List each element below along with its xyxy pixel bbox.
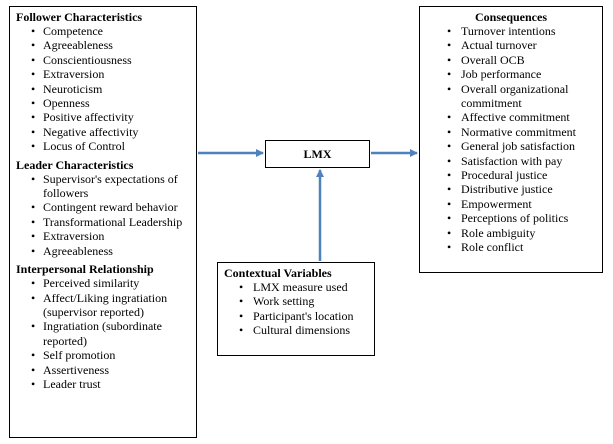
list-item: Cultural dimensions bbox=[218, 323, 374, 338]
follower-title: Follower Characteristics bbox=[16, 10, 143, 24]
interpersonal-list: Perceived similarity Affect/Liking ingra… bbox=[10, 276, 196, 392]
consequences-list: Turnover intentions Actual turnover Over… bbox=[420, 24, 602, 255]
list-item: Neuroticism bbox=[10, 82, 196, 97]
list-item: Normative commitment bbox=[420, 125, 602, 140]
list-item: Transformational Leadership bbox=[10, 215, 196, 230]
leader-section: Leader Characteristics Supervisor's expe… bbox=[10, 157, 196, 259]
list-item: Empowerment bbox=[420, 197, 602, 212]
list-item: Perceptions of politics bbox=[420, 211, 602, 226]
lmx-box: LMX bbox=[265, 140, 370, 168]
list-item: LMX measure used bbox=[218, 280, 374, 295]
list-item: Agreeableness bbox=[10, 244, 196, 259]
list-item: Agreeableness bbox=[10, 38, 196, 53]
leader-list: Supervisor's expectations of followers C… bbox=[10, 172, 196, 259]
leader-title: Leader Characteristics bbox=[16, 157, 134, 172]
list-item: Openness bbox=[10, 96, 196, 111]
list-item: Actual turnover bbox=[420, 38, 602, 53]
lmx-label: LMX bbox=[303, 147, 332, 161]
list-item: Extraversion bbox=[10, 67, 196, 82]
list-item: Negative affectivity bbox=[10, 125, 196, 140]
list-item: Assertiveness bbox=[10, 363, 196, 378]
list-item: Overall OCB bbox=[420, 53, 602, 68]
antecedents-box: Follower Characteristics Competence Agre… bbox=[9, 6, 197, 438]
list-item: Job performance bbox=[420, 67, 602, 82]
list-item: Overall organizational commitment bbox=[420, 82, 602, 111]
list-item: Ingratiation (subordinate reported) bbox=[10, 319, 196, 348]
list-item: Competence bbox=[10, 24, 196, 39]
list-item: Locus of Control bbox=[10, 139, 196, 154]
follower-section: Follower Characteristics Competence Agre… bbox=[10, 10, 196, 154]
list-item: Satisfaction with pay bbox=[420, 154, 602, 169]
interpersonal-section: Interpersonal Relationship Perceived sim… bbox=[10, 262, 196, 392]
list-item: Affect/Liking ingratiation (supervisor r… bbox=[10, 291, 196, 320]
list-item: Affective commitment bbox=[420, 110, 602, 125]
list-item: Work setting bbox=[218, 294, 374, 309]
list-item: Participant's location bbox=[218, 309, 374, 324]
contextual-variables-box: Contextual Variables LMX measure used Wo… bbox=[217, 262, 375, 356]
consequences-title: Consequences bbox=[474, 10, 547, 24]
contextual-title: Contextual Variables bbox=[224, 266, 332, 280]
list-item: General job satisfaction bbox=[420, 139, 602, 154]
list-item: Perceived similarity bbox=[10, 276, 196, 291]
list-item: Distributive justice bbox=[420, 182, 602, 197]
list-item: Leader trust bbox=[10, 377, 196, 392]
list-item: Role ambiguity bbox=[420, 226, 602, 241]
follower-list: Competence Agreeableness Conscientiousne… bbox=[10, 24, 196, 154]
list-item: Role conflict bbox=[420, 240, 602, 255]
list-item: Conscientiousness bbox=[10, 53, 196, 68]
interpersonal-title: Interpersonal Relationship bbox=[16, 262, 154, 277]
list-item: Self promotion bbox=[10, 348, 196, 363]
list-item: Extraversion bbox=[10, 229, 196, 244]
consequences-box: Consequences Turnover intentions Actual … bbox=[419, 6, 603, 273]
list-item: Contingent reward behavior bbox=[10, 200, 196, 215]
list-item: Supervisor's expectations of followers bbox=[10, 172, 196, 201]
list-item: Turnover intentions bbox=[420, 24, 602, 39]
list-item: Positive affectivity bbox=[10, 110, 196, 125]
contextual-list: LMX measure used Work setting Participan… bbox=[218, 280, 374, 338]
list-item: Procedural justice bbox=[420, 168, 602, 183]
